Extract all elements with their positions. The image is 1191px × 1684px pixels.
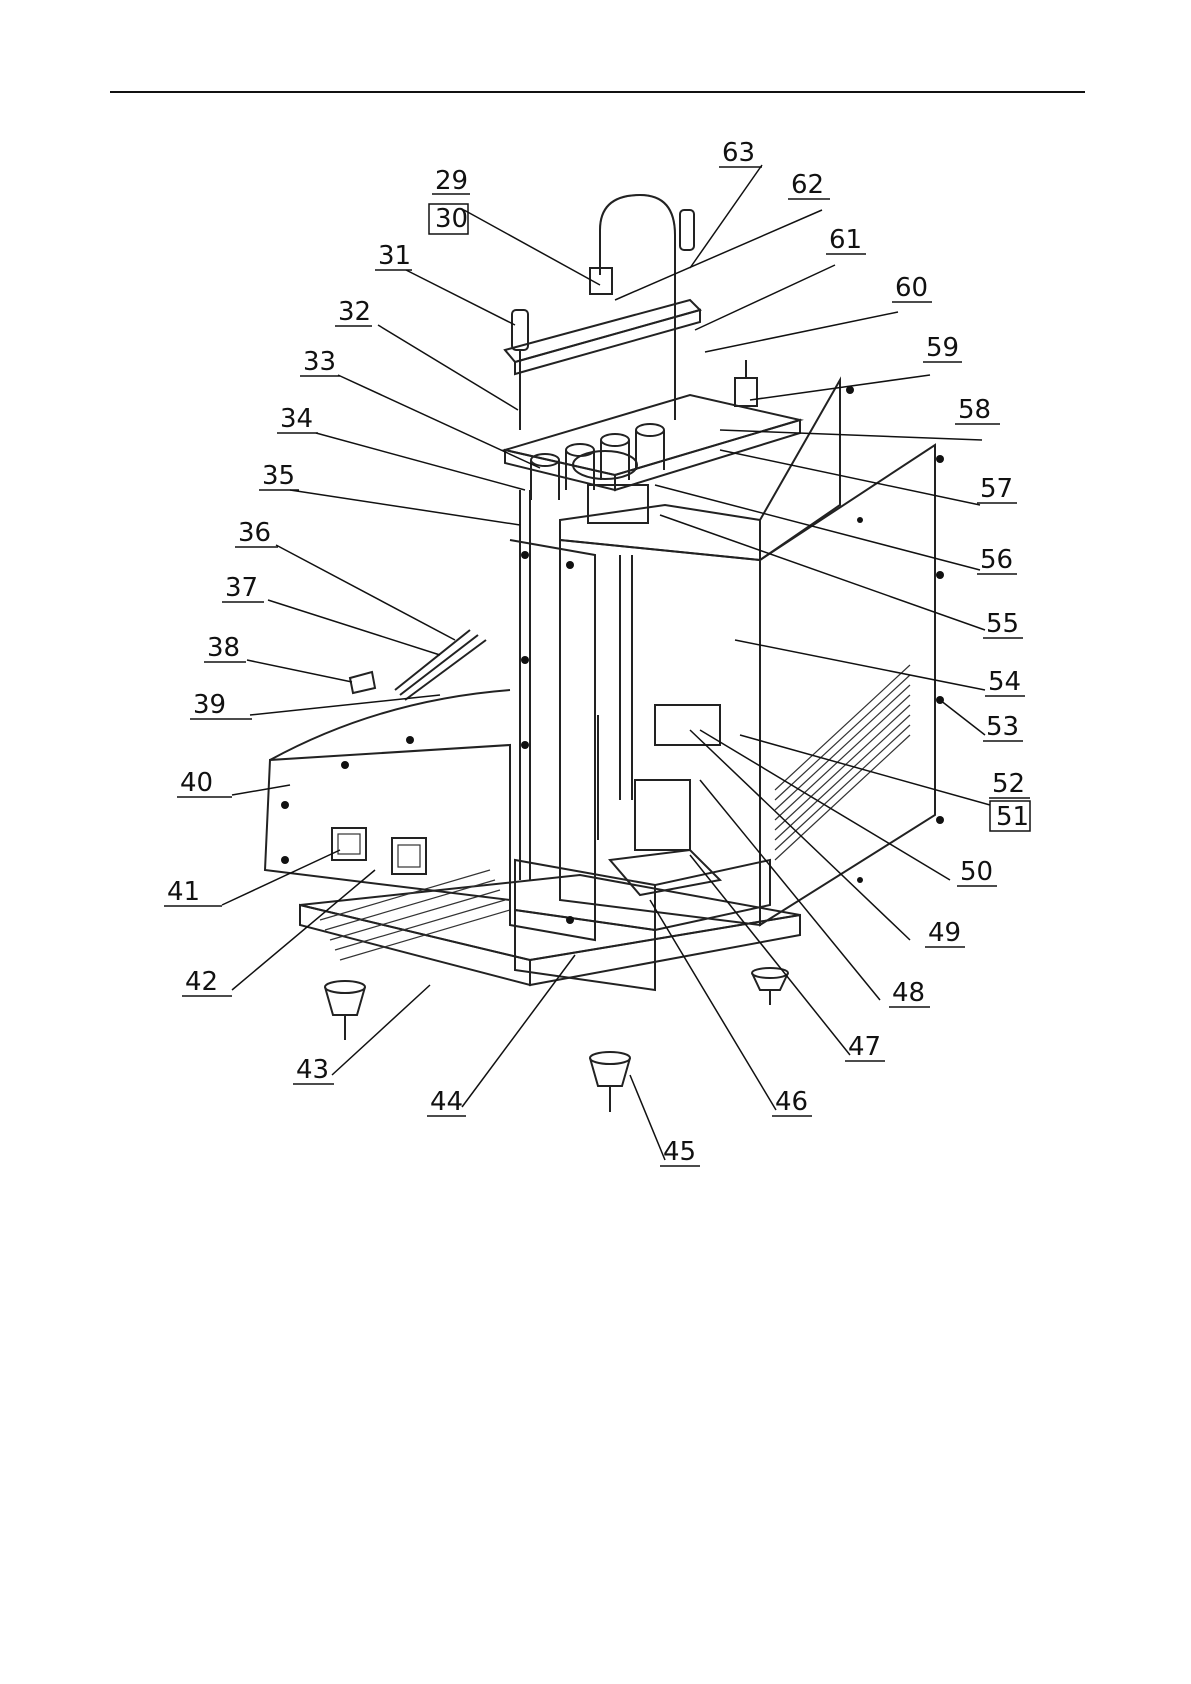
leader-53 [940,700,985,735]
callout-43: 43 [296,1055,329,1085]
callout-58: 58 [958,395,991,425]
leader-31 [406,270,515,325]
leader-60 [705,312,898,352]
callout-57: 57 [980,474,1013,504]
callout-63: 63 [722,138,755,168]
leader-61 [695,265,835,330]
leader-55 [660,515,985,630]
callout-42: 42 [185,967,218,997]
leader-54 [735,640,985,690]
callout-59: 59 [926,333,959,363]
callout-35: 35 [262,461,295,491]
callout-33: 33 [303,347,336,377]
callout-51: 51 [996,802,1029,832]
callout-44: 44 [430,1087,463,1117]
leader-51-52 [740,735,990,805]
callout-labels: 29 30 31 32 33 34 35 36 37 38 39 40 41 4… [164,138,1030,1167]
foot-front [590,1052,630,1112]
callout-48: 48 [892,978,925,1008]
leader-49 [690,730,910,940]
callout-36: 36 [238,518,271,548]
leader-37 [268,600,440,655]
callout-60: 60 [895,273,928,303]
callout-30: 30 [435,204,468,234]
callout-62: 62 [791,170,824,200]
callout-40: 40 [180,768,213,798]
leader-62 [615,210,822,300]
callout-54: 54 [988,667,1021,697]
callout-34: 34 [280,404,313,434]
leader-40 [232,785,290,795]
callout-46: 46 [775,1087,808,1117]
leader-32 [378,325,518,410]
callout-61: 61 [829,225,862,255]
leader-36 [276,545,455,640]
leader-56 [655,485,980,570]
callout-39: 39 [193,690,226,720]
callout-31: 31 [378,241,411,271]
foot-left [325,981,365,1040]
leader-34 [316,433,525,490]
foot-right [752,968,788,1005]
callout-56: 56 [980,545,1013,575]
callout-50: 50 [960,857,993,887]
callout-29: 29 [435,166,468,196]
leader-50 [700,730,950,880]
leader-46 [650,900,776,1110]
machine-drawing [265,195,944,1112]
leader-35 [290,490,520,525]
leader-43 [332,985,430,1075]
callout-49: 49 [928,918,961,948]
leader-58 [720,430,982,440]
callout-47: 47 [848,1032,881,1062]
callout-52: 52 [992,769,1025,799]
callout-55: 55 [986,609,1019,639]
callout-37: 37 [225,573,258,603]
leader-45 [630,1075,665,1160]
callout-45: 45 [663,1137,696,1167]
leader-38 [247,660,352,682]
leader-42 [232,870,375,990]
callout-41: 41 [167,877,200,907]
leader-33 [338,375,540,468]
leader-44 [462,955,575,1107]
callout-32: 32 [338,297,371,327]
leader-48 [700,780,880,1000]
callout-53: 53 [986,712,1019,742]
leader-29-30 [464,210,600,285]
callout-38: 38 [207,633,240,663]
